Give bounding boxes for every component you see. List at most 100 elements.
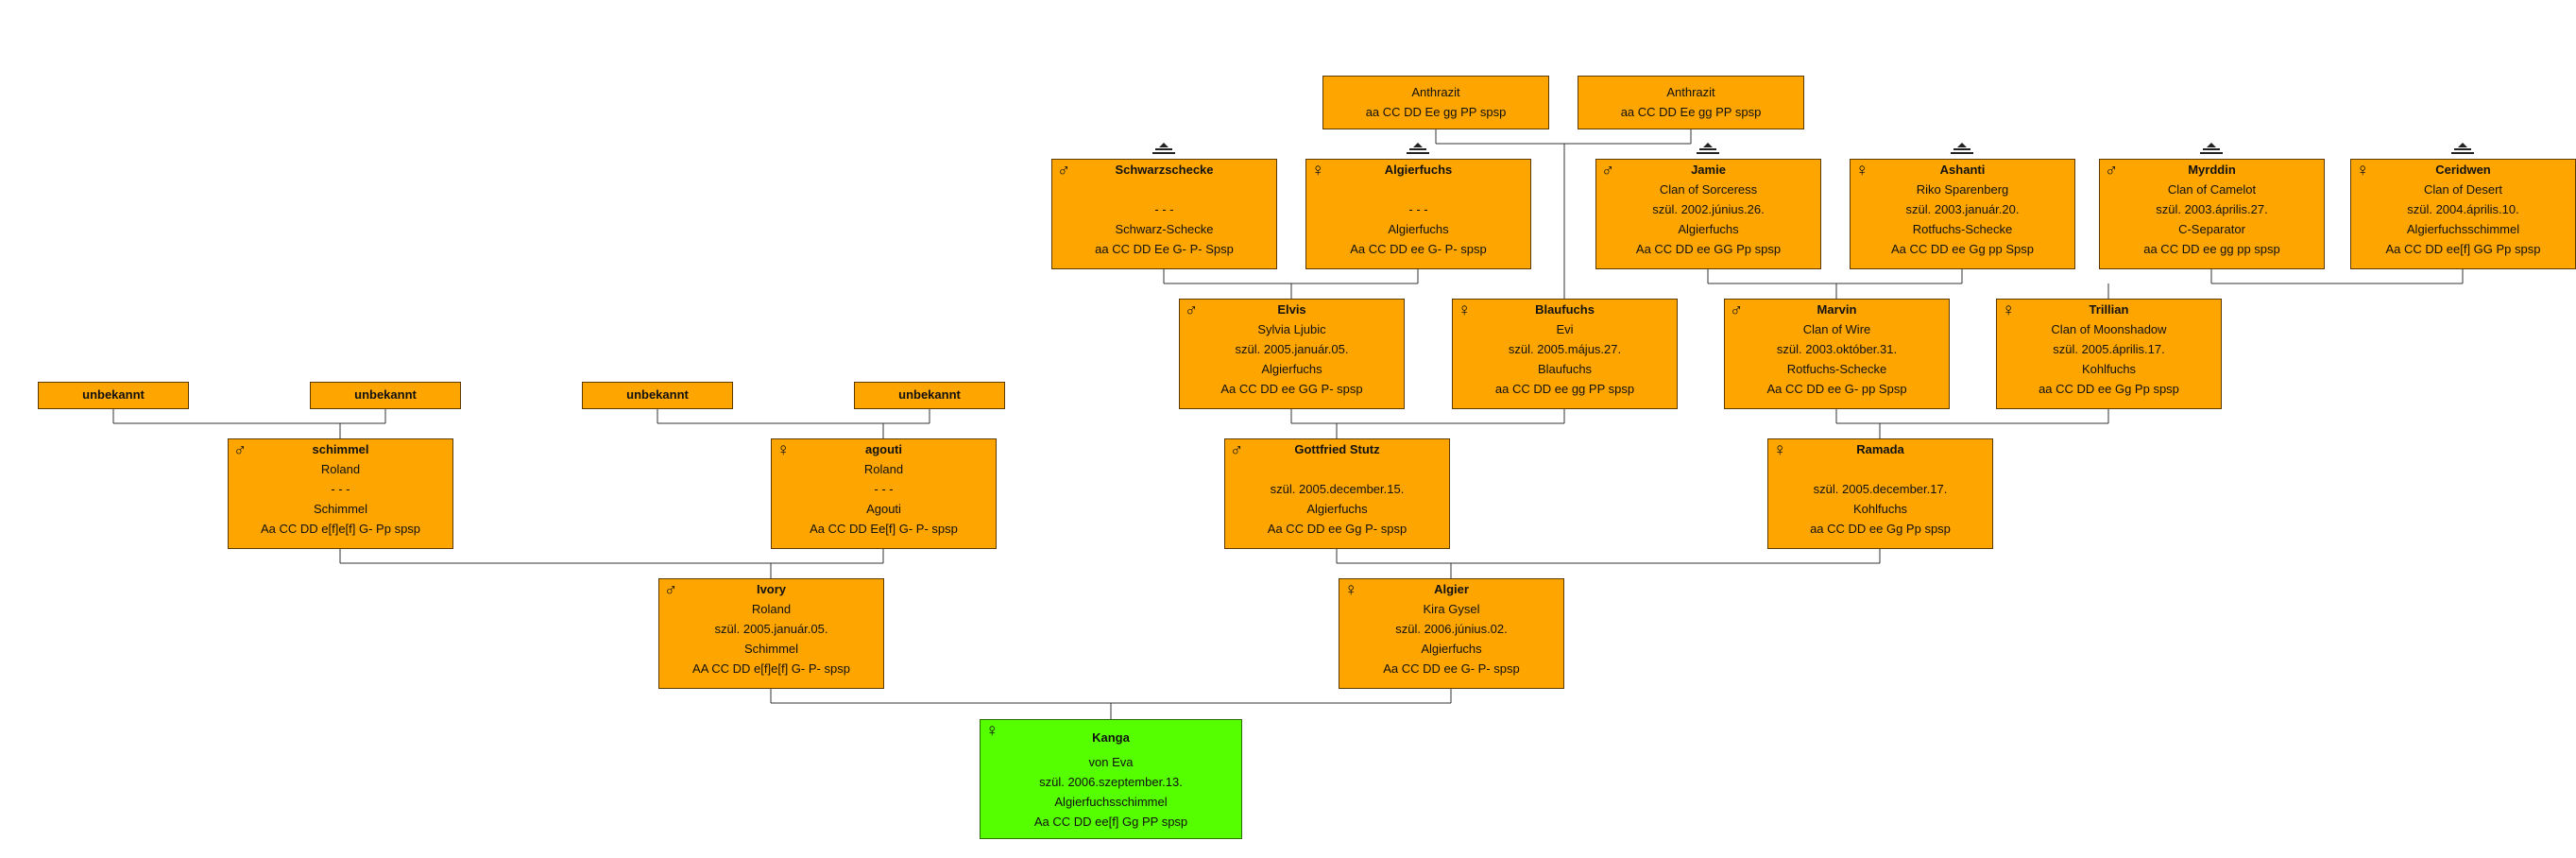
node-genotype: Aa CC DD ee GG Pp spsp <box>1635 242 1782 256</box>
female-icon: ♀ <box>1344 580 1358 600</box>
node-breeder: Roland <box>863 462 904 476</box>
node-gottfried-stutz[interactable]: ♂ Gottfried Stutz szül. 2005.december.15… <box>1224 438 1450 549</box>
female-icon: ♀ <box>985 721 999 741</box>
node-name: unbekannt <box>898 387 961 402</box>
node-name: Jamie <box>1691 163 1726 177</box>
node-birthdate: - - - <box>1154 202 1174 216</box>
male-icon: ♂ <box>1230 440 1244 460</box>
node-color: Kohlfuchs <box>1852 502 1908 516</box>
node-breeder: Roland <box>751 602 792 616</box>
female-icon: ♀ <box>1458 300 1472 320</box>
node-genotype: aa CC DD Ee gg PP spsp <box>1620 105 1762 119</box>
node-color: Algierfuchs <box>1306 502 1368 516</box>
node-name: unbekannt <box>626 387 689 402</box>
node-color: Anthrazit <box>1666 85 1715 99</box>
node-name: Gottfried Stutz <box>1294 442 1380 456</box>
node-breeder: Sylvia Ljubic <box>1257 322 1326 336</box>
female-icon: ♀ <box>2002 300 2016 320</box>
expand-ancestors-icon[interactable] <box>2448 139 2477 156</box>
node-ramada[interactable]: ♀ Ramada szül. 2005.december.17. Kohlfuc… <box>1767 438 1993 549</box>
male-icon: ♂ <box>1730 300 1744 320</box>
node-unbekannt-4[interactable]: unbekannt <box>854 382 1005 409</box>
node-breeder <box>1052 180 1276 199</box>
node-unbekannt-1[interactable]: unbekannt <box>38 382 189 409</box>
female-icon: ♀ <box>1773 440 1787 460</box>
female-icon: ♀ <box>776 440 791 460</box>
female-icon: ♀ <box>1855 161 1869 180</box>
node-color: Kohlfuchs <box>2081 362 2137 376</box>
node-genotype: Aa CC DD ee G- P- spsp <box>1383 661 1520 676</box>
node-breeder: Roland <box>320 462 361 476</box>
node-birthdate: szül. 2006.június.02. <box>1395 622 1508 636</box>
expand-ancestors-icon[interactable] <box>2197 139 2226 156</box>
node-ashanti[interactable]: ♀ Ashanti Riko Sparenberg szül. 2003.jan… <box>1850 159 2075 269</box>
node-breeder: Clan of Camelot <box>2167 182 2257 197</box>
node-algier[interactable]: ♀ Algier Kira Gysel szül. 2006.június.02… <box>1339 578 1564 689</box>
node-birthdate: szül. 2003.október.31. <box>1776 342 1898 356</box>
node-elvis[interactable]: ♂ Elvis Sylvia Ljubic szül. 2005.január.… <box>1179 299 1405 409</box>
node-breeder <box>1768 459 1992 479</box>
expand-ancestors-icon[interactable] <box>1404 139 1432 156</box>
node-breeder: Evi <box>1556 322 1574 336</box>
node-name: Schwarzschecke <box>1115 163 1214 177</box>
node-name: Ashanti <box>1939 163 1986 177</box>
node-genotype: aa CC DD Ee G- P- Spsp <box>1095 242 1234 256</box>
node-name: Algierfuchs <box>1384 163 1453 177</box>
node-unbekannt-2[interactable]: unbekannt <box>310 382 461 409</box>
node-breeder: von Eva <box>1088 755 1134 769</box>
node-name: Ivory <box>756 582 787 596</box>
node-marvin[interactable]: ♂ Marvin Clan of Wire szül. 2003.október… <box>1724 299 1950 409</box>
node-genotype: Aa CC DD ee G- P- spsp <box>1350 242 1487 256</box>
node-genotype: Aa CC DD ee[f] Gg PP spsp <box>1033 815 1188 829</box>
expand-ancestors-icon[interactable] <box>1948 139 1976 156</box>
node-color: Algierfuchsschimmel <box>1054 795 1168 809</box>
node-anthrazit-2[interactable]: Anthrazit aa CC DD Ee gg PP spsp <box>1578 76 1804 129</box>
node-myrddin[interactable]: ♂ Myrddin Clan of Camelot szül. 2003.ápr… <box>2099 159 2325 269</box>
node-jamie[interactable]: ♂ Jamie Clan of Sorceress szül. 2002.jún… <box>1595 159 1821 269</box>
node-trillian[interactable]: ♀ Trillian Clan of Moonshadow szül. 2005… <box>1996 299 2222 409</box>
node-name: schimmel <box>312 442 369 456</box>
node-birthdate: - - - <box>874 482 894 496</box>
node-color: Algierfuchs <box>1261 362 1322 376</box>
node-name: Algier <box>1434 582 1469 596</box>
node-breeder <box>1306 180 1530 199</box>
node-name: unbekannt <box>354 387 417 402</box>
node-breeder: Riko Sparenberg <box>1916 182 2009 197</box>
node-birthdate: - - - <box>1408 202 1428 216</box>
node-color: Algierfuchs <box>1678 222 1739 236</box>
node-kanga[interactable]: ♀ Kanga von Eva szül. 2006.szeptember.13… <box>980 719 1242 839</box>
node-birthdate: szül. 2005.január.05. <box>714 622 828 636</box>
node-name: Trillian <box>2089 302 2129 317</box>
node-genotype: Aa CC DD ee[f] GG Pp spsp <box>2385 242 2541 256</box>
node-blaufuchs[interactable]: ♀ Blaufuchs Evi szül. 2005.május.27. Bla… <box>1452 299 1678 409</box>
node-algierfuchs[interactable]: ♀ Algierfuchs - - - Algierfuchs Aa CC DD… <box>1305 159 1531 269</box>
node-breeder: Kira Gysel <box>1423 602 1480 616</box>
node-ceridwen[interactable]: ♀ Ceridwen Clan of Desert szül. 2004.ápr… <box>2350 159 2576 269</box>
expand-ancestors-icon[interactable] <box>1150 139 1178 156</box>
node-anthrazit-1[interactable]: Anthrazit aa CC DD Ee gg PP spsp <box>1322 76 1549 129</box>
node-color: Schwarz-Schecke <box>1115 222 1214 236</box>
node-agouti[interactable]: ♀ agouti Roland - - - Agouti Aa CC DD Ee… <box>771 438 997 549</box>
node-genotype: Aa CC DD e[f]e[f] G- Pp spsp <box>260 522 421 536</box>
node-birthdate: szül. 2003.április.27. <box>2156 202 2268 216</box>
node-color: Schimmel <box>313 502 368 516</box>
node-color: Schimmel <box>743 642 799 656</box>
node-name: Kanga <box>1092 730 1130 745</box>
node-name: agouti <box>865 442 902 456</box>
node-name: Myrddin <box>2188 163 2236 177</box>
node-ivory[interactable]: ♂ Ivory Roland szül. 2005.január.05. Sch… <box>658 578 884 689</box>
expand-ancestors-icon[interactable] <box>1694 139 1722 156</box>
female-icon: ♀ <box>2356 161 2370 180</box>
node-name: unbekannt <box>82 387 145 402</box>
node-color: Rotfuchs-Schecke <box>1786 362 1887 376</box>
male-icon: ♂ <box>1601 161 1615 180</box>
male-icon: ♂ <box>664 580 678 600</box>
female-icon: ♀ <box>1311 161 1325 180</box>
node-unbekannt-3[interactable]: unbekannt <box>582 382 733 409</box>
node-birthdate: - - - <box>331 482 350 496</box>
node-schimmel[interactable]: ♂ schimmel Roland - - - Schimmel Aa CC D… <box>228 438 453 549</box>
node-schwarzschecke[interactable]: ♂ Schwarzschecke - - - Schwarz-Schecke a… <box>1051 159 1277 269</box>
node-color: Blaufuchs <box>1537 362 1593 376</box>
